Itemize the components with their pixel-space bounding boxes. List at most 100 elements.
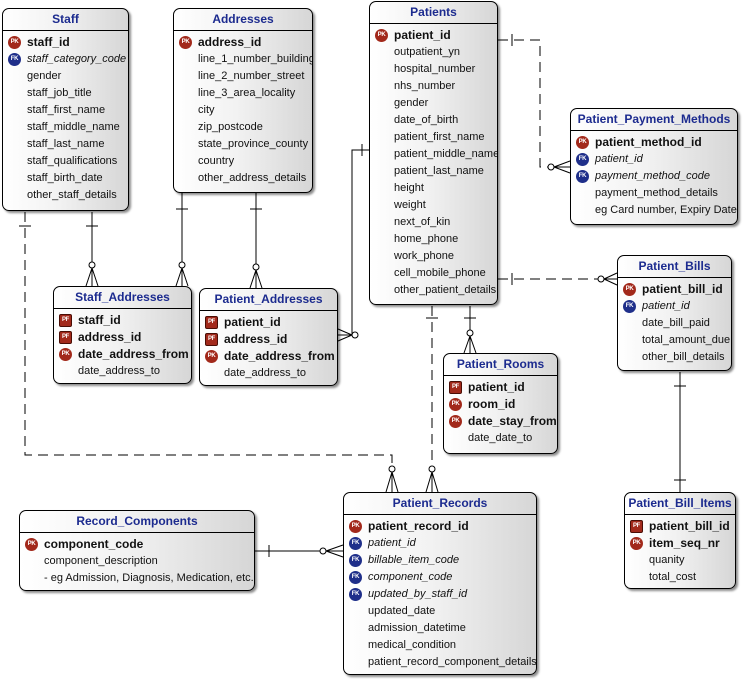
column-name: staff_middle_name [27, 121, 120, 133]
column-other-address-details: other_address_details [174, 170, 312, 187]
fk-key-icon: FK [349, 588, 362, 601]
column-name: staff_last_name [27, 138, 105, 150]
column-patient-first-name: patient_first_name [370, 129, 497, 146]
column-admission-datetime: admission_datetime [344, 620, 536, 637]
column-name: updated_date [368, 605, 436, 617]
column-name: zip_postcode [198, 121, 263, 133]
column-name: country [198, 155, 235, 167]
column-name: total_amount_due [642, 334, 731, 346]
column-date-date-to: date_date_to [444, 430, 557, 447]
column-country: country [174, 153, 312, 170]
pk-key-icon: PK [8, 36, 21, 49]
column-name: quanity [649, 554, 685, 566]
column-staff-middle-name: staff_middle_name [3, 119, 128, 136]
column-line-2-number-street: line_2_number_street [174, 68, 312, 85]
column-gender: gender [370, 95, 497, 112]
column-name: patient_bill_id [649, 519, 730, 533]
column-name: patient_first_name [394, 131, 485, 143]
fk-key-icon: FK [576, 153, 589, 166]
fk-key-icon: FK [8, 53, 21, 66]
column-name: nhs_number [394, 80, 456, 92]
column-name: line_2_number_street [198, 70, 305, 82]
pf-key-icon: PF [59, 331, 72, 344]
column-weight: weight [370, 197, 497, 214]
pf-key-icon: PF [449, 381, 462, 394]
pf-key-icon: PF [630, 520, 643, 533]
column-staff-birth-date: staff_birth_date [3, 170, 128, 187]
column-home-phone: home_phone [370, 231, 497, 248]
column-name: - eg Admission, Diagnosis, Medication, e… [44, 572, 254, 584]
column-staff-job-title: staff_job_title [3, 85, 128, 102]
column-name: gender [27, 70, 62, 82]
column-name: other_staff_details [27, 189, 117, 201]
column-name: staff_first_name [27, 104, 106, 116]
column-name: staff_job_title [27, 87, 92, 99]
column-other-bill-details: other_bill_details [618, 349, 731, 366]
pk-key-icon: PK [449, 415, 462, 428]
column-payment-method-details: payment_method_details [571, 185, 737, 202]
rel-patients-patient-addresses [351, 149, 370, 336]
pk-key-icon: PK [449, 398, 462, 411]
entity-title: Patient_Bill_Items [625, 493, 735, 515]
fk-key-icon: FK [576, 170, 589, 183]
column-name: line_1_number_building [198, 53, 313, 65]
column-date-address-to: date_address_to [54, 363, 191, 380]
column-date-of-birth: date_of_birth [370, 112, 497, 129]
column-total-amount-due: total_amount_due [618, 332, 731, 349]
column-name: other_patient_details [394, 284, 497, 296]
pf-key-icon: PF [205, 333, 218, 346]
entity-title: Patient_Rooms [444, 354, 557, 376]
rel-patients-payment-methods [498, 39, 548, 168]
column-name: admission_datetime [368, 622, 466, 634]
column-name: staff_id [27, 35, 70, 49]
column-medical-condition: medical_condition [344, 637, 536, 654]
column-name: address_id [198, 35, 262, 49]
column-name: eg Card number, Expiry Date. [595, 204, 738, 216]
column-name: component_description [44, 555, 158, 567]
column-component-description: component_description [20, 553, 254, 570]
column-height: height [370, 180, 497, 197]
column-name: patient_record_id [368, 519, 469, 533]
column-other-staff-details: other_staff_details [3, 187, 128, 204]
column-name: city [198, 104, 215, 116]
column-outpatient-yn: outpatient_yn [370, 44, 497, 61]
column-name: room_id [468, 397, 516, 411]
column-name: billable_item_code [368, 554, 460, 566]
column-name: patient_method_id [595, 135, 702, 149]
column-name: other_bill_details [642, 351, 725, 363]
column-name: patient_id [468, 380, 525, 394]
column-line-1-number-building: line_1_number_building [174, 51, 312, 68]
column-date-bill-paid: date_bill_paid [618, 315, 731, 332]
column-name: patient_id [368, 537, 416, 549]
entity-title: Patient_Records [344, 493, 536, 515]
pk-key-icon: PK [59, 348, 72, 361]
entity-title: Patient_Bills [618, 256, 731, 278]
pk-key-icon: PK [623, 283, 636, 296]
column-name: patient_id [642, 300, 690, 312]
column-state-province-county: state_province_county [174, 136, 312, 153]
fk-key-icon: FK [349, 571, 362, 584]
column-name: date_bill_paid [642, 317, 710, 329]
column-staff-qualifications: staff_qualifications [3, 153, 128, 170]
column-name: payment_method_details [595, 187, 718, 199]
column-date-address-to: date_address_to [200, 365, 337, 382]
